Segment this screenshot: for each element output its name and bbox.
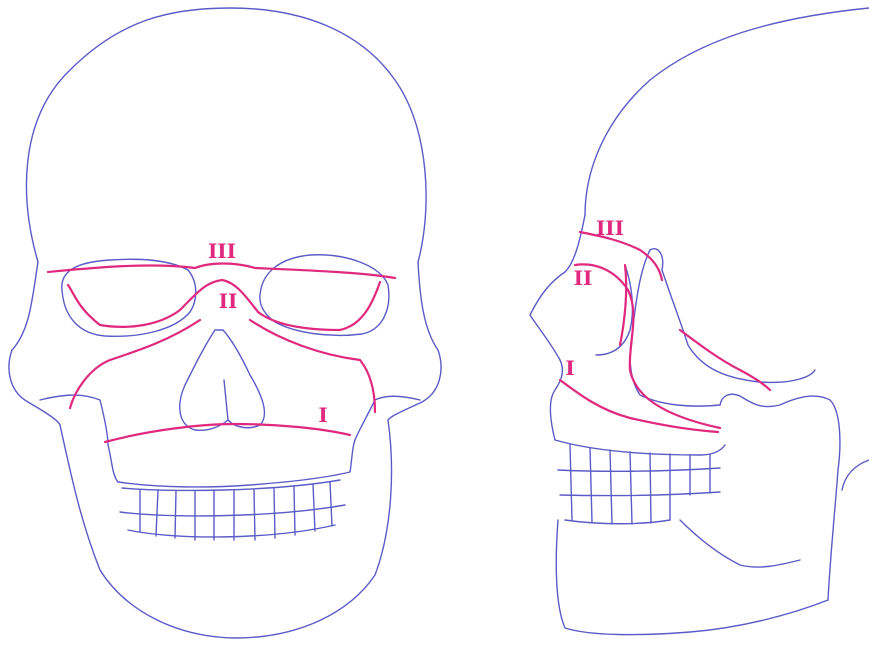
- frontal-left-temple: [9, 262, 38, 402]
- frontal-left-cheek-contour: [40, 395, 108, 445]
- frontal-right-cheek-contour: [355, 396, 420, 440]
- lateral-occlusal-line: [558, 468, 720, 471]
- frontal-le-fort-3-line: [48, 264, 395, 279]
- frontal-nasal-aperture: [180, 330, 265, 430]
- frontal-right-ramus: [388, 402, 422, 420]
- lateral-mandible-body: [556, 520, 828, 635]
- frontal-le-fort-2-lower-line: [70, 320, 375, 412]
- frontal-occlusal-line: [120, 505, 345, 516]
- lateral-lower-teeth-bottom: [565, 520, 670, 524]
- lateral-mandible-contour: [680, 520, 800, 567]
- lateral-cranium-outline: [585, 8, 869, 215]
- lateral-label-le-fort-3: III: [596, 216, 624, 240]
- lateral-teeth-dividers: [570, 445, 710, 524]
- frontal-right-temple: [418, 262, 441, 402]
- lateral-le-fort-2-upper-line: [620, 265, 626, 345]
- frontal-left-orbit: [62, 259, 196, 336]
- frontal-maxilla-lower-border: [108, 440, 355, 487]
- lateral-mandible-ramus: [720, 394, 840, 600]
- frontal-le-fort-1-line: [105, 424, 350, 442]
- lateral-label-le-fort-1: I: [565, 356, 574, 380]
- frontal-nasal-septum: [224, 380, 228, 420]
- lateral-le-fort-2-line: [575, 264, 720, 428]
- frontal-skull-view: III II I: [9, 8, 441, 638]
- lateral-maxilla-front: [550, 360, 562, 440]
- lateral-mastoid: [842, 460, 869, 490]
- frontal-label-le-fort-2: II: [219, 289, 238, 313]
- frontal-cranium-outline: [26, 8, 426, 262]
- frontal-lower-teeth-line: [128, 525, 335, 537]
- lateral-skull-view: III II I: [530, 8, 869, 635]
- frontal-label-le-fort-3: III: [208, 239, 236, 263]
- lateral-zygomatic-process: [650, 249, 815, 383]
- lateral-lower-teeth-line: [560, 492, 720, 496]
- frontal-left-ramus: [28, 402, 60, 425]
- lateral-label-le-fort-2: II: [574, 266, 593, 290]
- frontal-label-le-fort-1: I: [318, 403, 327, 427]
- lateral-zygomatic-body: [630, 250, 720, 406]
- lateral-maxilla-lower: [555, 440, 725, 455]
